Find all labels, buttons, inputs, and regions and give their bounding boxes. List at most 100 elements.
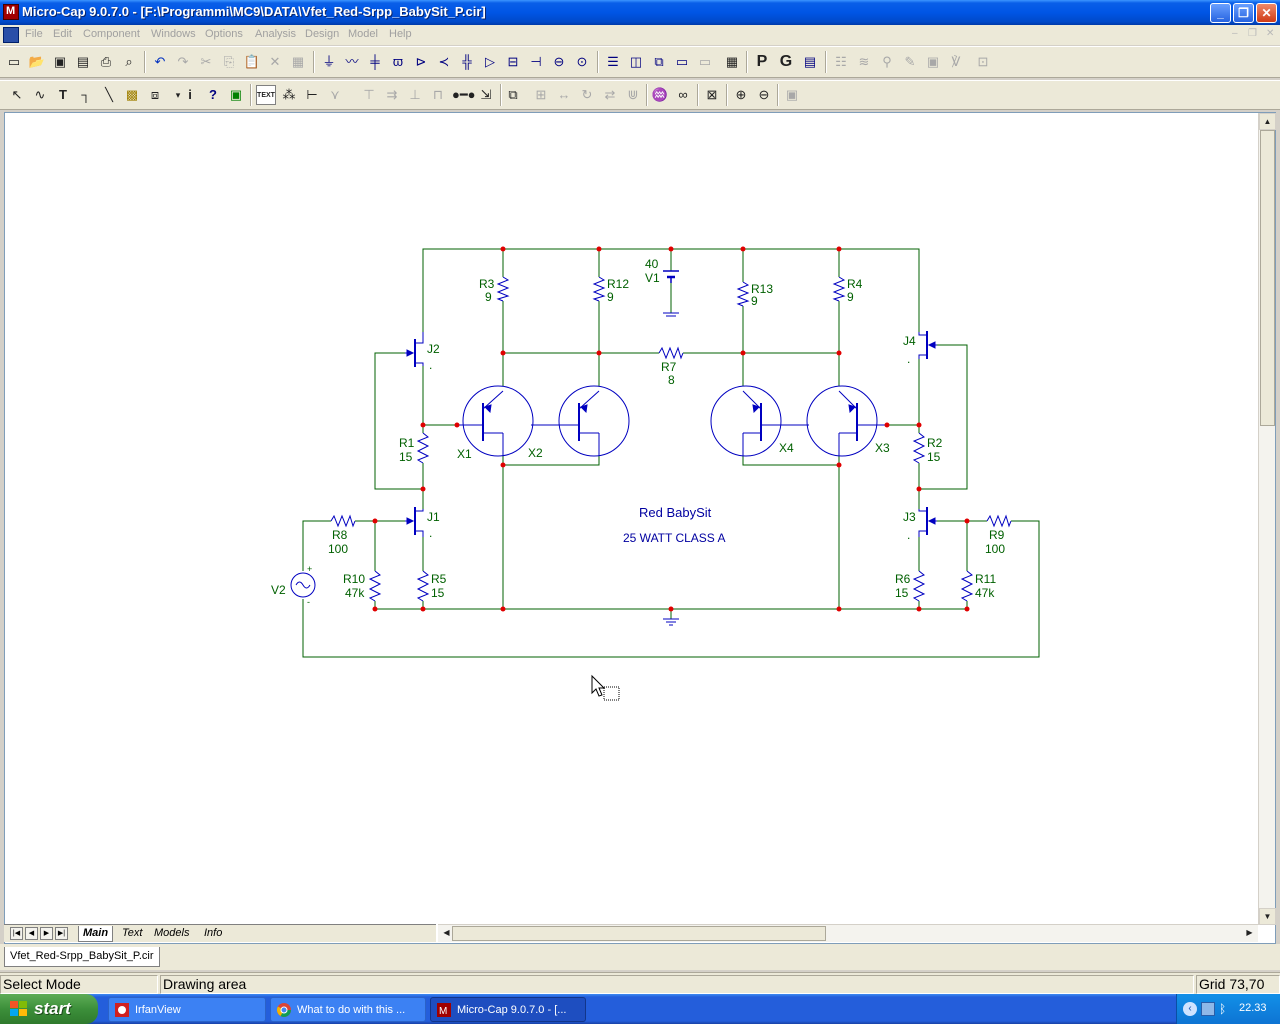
line-icon[interactable]: ╲: [105, 87, 113, 102]
save-all-icon[interactable]: ▤: [76, 54, 90, 69]
start-button[interactable]: start: [0, 994, 98, 1024]
print-icon[interactable]: ⎙: [100, 54, 112, 69]
task-irfanview[interactable]: IrfanView: [108, 997, 266, 1022]
digital-icon[interactable]: ▣: [229, 87, 243, 102]
wave-icon[interactable]: ≋: [858, 54, 870, 69]
grid-icon[interactable]: ☷: [835, 54, 847, 69]
menu-edit[interactable]: Edit: [53, 28, 72, 40]
inductor-icon[interactable]: ϖ: [392, 54, 404, 69]
zoom-fit-icon[interactable]: ⊡: [977, 54, 989, 69]
capacitor-icon[interactable]: ╪: [370, 54, 380, 69]
voltage-source-icon[interactable]: ⊖: [553, 54, 565, 69]
vertical-scroll-thumb[interactable]: [1260, 130, 1275, 426]
diode-icon[interactable]: ⊳: [415, 54, 427, 69]
g-button[interactable]: G: [779, 53, 793, 70]
window-icon[interactable]: ▭: [675, 54, 689, 69]
last-sheet-button[interactable]: ▶|: [55, 927, 68, 940]
new-icon[interactable]: ▭: [7, 54, 21, 69]
camera-icon[interactable]: ▣: [785, 87, 799, 102]
undo-icon[interactable]: ↶: [154, 54, 166, 69]
print-preview-icon[interactable]: ⌕: [125, 54, 133, 69]
arrow-icon[interactable]: ⇲: [480, 87, 492, 102]
text-icon[interactable]: T: [59, 87, 67, 102]
menu-file[interactable]: File: [25, 28, 43, 40]
first-sheet-button[interactable]: |◀: [10, 927, 23, 940]
help-icon[interactable]: ?: [209, 87, 217, 102]
horizontal-scroll-thumb[interactable]: [452, 926, 826, 941]
step-icon[interactable]: ⋓: [627, 87, 639, 102]
calculator-icon[interactable]: ▦: [725, 54, 739, 69]
maximize-button[interactable]: ❐: [1233, 3, 1254, 23]
task-browser[interactable]: What to do with this ...: [270, 997, 426, 1022]
align-icon[interactable]: ⊞: [535, 87, 547, 102]
opamp-icon[interactable]: ▷: [485, 54, 495, 69]
battery-icon[interactable]: ⊟: [507, 54, 519, 69]
menu-options[interactable]: Options: [205, 28, 243, 40]
tab-text[interactable]: Text: [122, 927, 143, 939]
window-vertical-icon[interactable]: ◫: [629, 54, 643, 69]
minimize-button[interactable]: _: [1210, 3, 1231, 23]
redo-icon[interactable]: ↷: [177, 54, 189, 69]
mirror-icon[interactable]: ⊥: [409, 87, 421, 102]
menu-help[interactable]: Help: [389, 28, 412, 40]
pin-icon[interactable]: ✎: [904, 54, 916, 69]
close-button[interactable]: ✕: [1256, 3, 1277, 23]
graphic-icon[interactable]: ⧈: [150, 87, 160, 102]
horizontal-scrollbar[interactable]: ◀ ▶: [438, 924, 1258, 942]
wire-icon[interactable]: ∿: [34, 87, 46, 102]
copy-icon[interactable]: ⎘: [223, 54, 235, 69]
window-cascade-icon[interactable]: ⧉: [654, 54, 664, 69]
tab-main[interactable]: Main: [78, 926, 114, 942]
tab-models[interactable]: Models: [154, 927, 190, 939]
binoculars-icon[interactable]: ∞: [678, 87, 688, 102]
select-icon[interactable]: ↖: [11, 87, 23, 102]
resistor-icon[interactable]: 〰: [345, 54, 359, 69]
node-numbers-icon[interactable]: ⁂: [282, 87, 296, 102]
rotate-icon[interactable]: ⇉: [386, 87, 398, 102]
menu-windows[interactable]: Windows: [151, 28, 196, 40]
mdi-close-button[interactable]: ✕: [1266, 28, 1275, 39]
menu-analysis[interactable]: Analysis: [255, 28, 296, 40]
bus-icon[interactable]: ●━●: [452, 87, 476, 102]
task-microcap[interactable]: M Micro-Cap 9.0.7.0 - [...: [430, 997, 586, 1022]
refresh-icon[interactable]: ↻: [581, 87, 593, 102]
info-icon[interactable]: i: [188, 87, 192, 102]
find-icon[interactable]: ▩: [125, 87, 139, 102]
file-tab[interactable]: Vfet_Red-Srpp_BabySit_P.cir: [4, 947, 160, 967]
zoom-in-icon[interactable]: ⊕: [735, 87, 747, 102]
save-icon[interactable]: ▣: [53, 54, 67, 69]
menu-design[interactable]: Design: [305, 28, 340, 40]
stretch-icon[interactable]: ↔: [557, 87, 571, 102]
text-mode-button[interactable]: TEXT: [256, 85, 276, 105]
flag-icon[interactable]: ⊤: [363, 87, 375, 102]
dropdown-arrow-icon[interactable]: ▾: [175, 90, 181, 100]
source-icon[interactable]: ⊣: [530, 54, 542, 69]
window-tile-icon[interactable]: ☰: [607, 54, 619, 69]
tray-expand-icon[interactable]: ‹: [1183, 1002, 1197, 1016]
next-sheet-button[interactable]: ▶: [40, 927, 53, 940]
attribute-icon[interactable]: ♒: [651, 87, 669, 102]
ground-icon[interactable]: ⏚: [322, 54, 336, 69]
component-panel-icon[interactable]: ▤: [803, 54, 817, 69]
menu-component[interactable]: Component: [83, 28, 140, 40]
grid-toggle-icon[interactable]: ⋎: [330, 87, 340, 102]
network-icon[interactable]: [1201, 1002, 1215, 1016]
prev-sheet-button[interactable]: ◀: [25, 927, 38, 940]
drawing-area[interactable]: R3 9 R12 9 40 V1 R13 9 R4 9 R7 8 J2 . J4…: [4, 112, 1276, 944]
menu-model[interactable]: Model: [348, 28, 378, 40]
document-icon[interactable]: [3, 27, 19, 43]
properties-icon[interactable]: ⧉: [508, 87, 518, 102]
delete-icon[interactable]: ✕: [269, 54, 281, 69]
flip-icon[interactable]: ⊓: [432, 87, 444, 102]
pnp-icon[interactable]: ╬: [462, 54, 472, 69]
tab-info[interactable]: Info: [204, 927, 223, 939]
open-icon[interactable]: 📂: [28, 54, 46, 69]
scroll-left-button[interactable]: ◀: [443, 928, 450, 937]
zoom-out-icon[interactable]: ⊖: [758, 87, 770, 102]
info-icon[interactable]: ℣: [951, 54, 961, 69]
pin-connections-icon[interactable]: ⊢: [306, 87, 318, 102]
cut-icon[interactable]: ✂: [200, 54, 212, 69]
wire-orthogonal-icon[interactable]: ┐: [81, 87, 91, 102]
schematic[interactable]: R3 9 R12 9 40 V1 R13 9 R4 9 R7 8 J2 . J4…: [5, 113, 1257, 925]
mdi-restore-button[interactable]: ❐: [1248, 28, 1257, 39]
